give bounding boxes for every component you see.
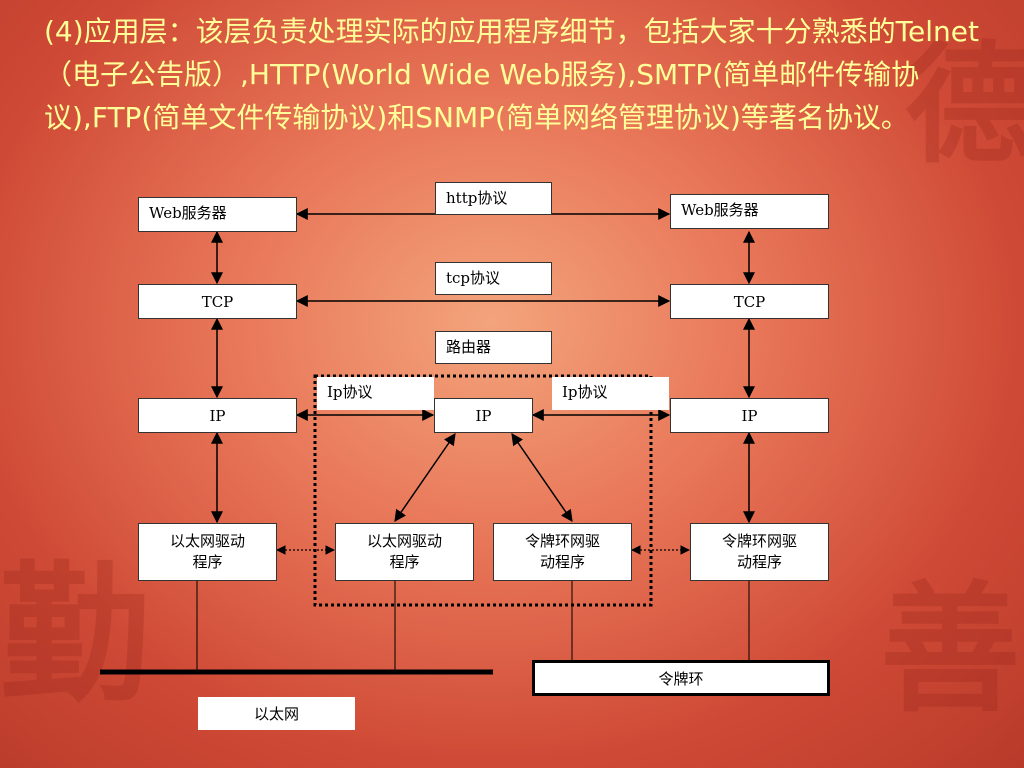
decorative-seal-bottom-right: 善 — [880, 568, 1021, 732]
router-ethernet-driver-box: 以太网驱动 程序 — [335, 523, 474, 581]
router-token-ring-driver-line2: 动程序 — [539, 553, 585, 571]
slide-heading: (4)应用层：该层负责处理实际的应用程序细节，包括大家十分熟悉的Telnet（电… — [44, 15, 979, 134]
http-protocol-label: http协议 — [435, 182, 552, 215]
token-ring-network-box: 令牌环 — [532, 660, 830, 696]
router-label: 路由器 — [435, 331, 552, 364]
right-ip-box: IP — [670, 398, 829, 433]
router-boundary — [313, 374, 653, 607]
ip-protocol-label-right: Ip协议 — [552, 377, 669, 410]
router-ip-token-arrow — [511, 433, 573, 522]
left-ethernet-driver-box: 以太网驱动 程序 — [138, 523, 277, 581]
router-token-ring-driver-box: 令牌环网驱 动程序 — [493, 523, 632, 581]
right-token-ring-driver-line1: 令牌环网驱 — [721, 532, 797, 550]
router-ethernet-driver-line2: 程序 — [389, 553, 420, 571]
right-web-server-box: Web服务器 — [670, 194, 829, 229]
router-ip-box: IP — [434, 398, 533, 433]
left-tcp-box: TCP — [138, 284, 297, 319]
decorative-seal-bottom-left: 勤 — [0, 547, 151, 723]
right-tcp-box: TCP — [670, 284, 829, 319]
router-ip-eth-arrow — [394, 433, 456, 522]
router-token-ring-driver-line1: 令牌环网驱 — [524, 532, 600, 550]
decorative-seal-top-right: 德 — [905, 28, 1024, 181]
left-web-server-box: Web服务器 — [138, 197, 297, 232]
right-token-ring-driver-line2: 动程序 — [736, 553, 782, 571]
router-ethernet-driver-line1: 以太网驱动 — [366, 532, 442, 550]
left-ethernet-driver-line2: 程序 — [192, 553, 223, 571]
left-ip-box: IP — [138, 398, 297, 433]
ip-protocol-label-left: Ip协议 — [317, 377, 434, 410]
tcp-protocol-label: tcp协议 — [435, 262, 552, 295]
left-ethernet-driver-line1: 以太网驱动 — [169, 532, 245, 550]
ethernet-network-label: 以太网 — [198, 697, 355, 730]
right-token-ring-driver-box: 令牌环网驱 动程序 — [690, 523, 829, 581]
